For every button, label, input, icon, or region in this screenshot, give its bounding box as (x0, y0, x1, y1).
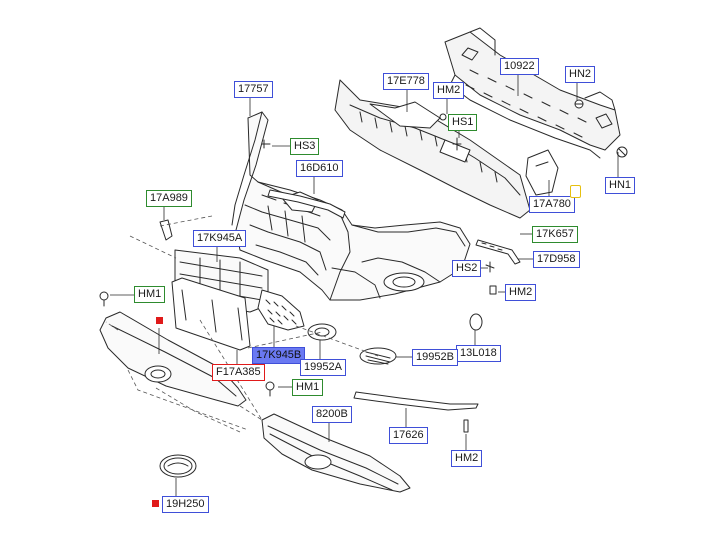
callout-17626[interactable]: 17626 (389, 427, 428, 444)
callout-17k657[interactable]: 17K657 (532, 226, 578, 243)
callout-10922[interactable]: 10922 (500, 58, 539, 75)
callout-hs2[interactable]: HS2 (452, 260, 482, 277)
moulding-17626 (353, 391, 479, 411)
clip-hm2-top (439, 113, 447, 121)
status-marker-red-grille (156, 317, 163, 324)
callout-hm1-lower[interactable]: HM1 (292, 379, 324, 396)
callout-hs1[interactable]: HS1 (448, 114, 478, 131)
callout-17a780[interactable]: 17A780 (529, 196, 575, 213)
callout-hm1-left[interactable]: HM1 (134, 286, 166, 303)
cover-13L018 (469, 313, 483, 331)
bracket-17A780 (525, 149, 559, 196)
bolt-hm2-bottom (463, 419, 469, 433)
callout-hn2[interactable]: HN2 (565, 66, 596, 83)
callout-hm2-top[interactable]: HM2 (433, 82, 465, 99)
callout-16d610[interactable]: 16D610 (296, 160, 343, 177)
callout-19h250[interactable]: 19H250 (162, 496, 209, 513)
dashed-reference-lines (105, 215, 379, 433)
screw-hs3 (261, 139, 271, 149)
callout-17757[interactable]: 17757 (234, 81, 273, 98)
bolt-hm2-right (489, 285, 497, 295)
leader-lines (110, 74, 619, 496)
strip-16D610 (267, 189, 346, 219)
callout-13l018[interactable]: 13L018 (456, 345, 501, 362)
fog-bezel-19952A (307, 323, 337, 341)
clip-hs1 (452, 137, 462, 151)
callout-8200b[interactable]: 8200B (312, 406, 352, 423)
callout-17k945a[interactable]: 17K945A (193, 230, 247, 247)
grille-insert-17K945B (257, 289, 305, 331)
bumper-reinforcement-10922 (444, 27, 621, 159)
nut-hn1 (616, 146, 628, 158)
retainer-plate (171, 277, 251, 351)
callout-hm2-right[interactable]: HM2 (505, 284, 537, 301)
clip-hs2 (485, 261, 495, 273)
status-marker-yellow (570, 185, 581, 198)
ford-emblem (159, 454, 197, 478)
rail-17K657-17D958 (475, 239, 521, 265)
callout-17e778[interactable]: 17E778 (383, 73, 429, 90)
callout-f17a385[interactable]: F17A385 (212, 364, 265, 381)
upper-grille (99, 311, 247, 407)
callout-17k945b[interactable]: 17K945B (252, 347, 306, 364)
callout-17a989[interactable]: 17A989 (146, 190, 192, 207)
lower-grille-8200B (261, 413, 411, 493)
callout-hn1[interactable]: HN1 (605, 177, 636, 194)
callout-19952a[interactable]: 19952A (300, 359, 346, 376)
callout-hm2-bottom[interactable]: HM2 (451, 450, 483, 467)
bracket-17A989 (159, 219, 173, 241)
clip-hm1-lower (265, 381, 275, 397)
nut-hn2-top (574, 99, 584, 109)
callout-17d958[interactable]: 17D958 (533, 251, 580, 268)
callout-hs3[interactable]: HS3 (290, 138, 320, 155)
status-marker-red-emblem (152, 500, 159, 507)
clip-hm1-left (99, 291, 109, 307)
callout-19952b[interactable]: 19952B (412, 349, 458, 366)
